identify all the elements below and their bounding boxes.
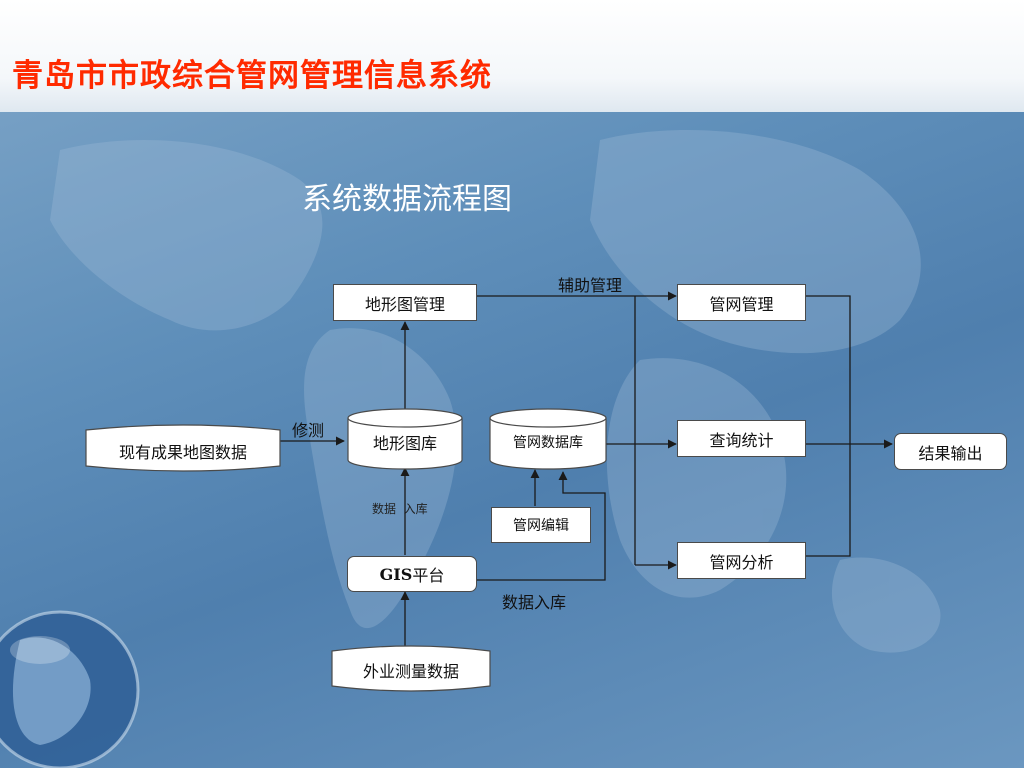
existing-map-doc-shape [85,424,281,472]
pipe-db-cylinder [489,408,607,470]
world-map-background [0,130,941,768]
node-pipe-db-label: 管网数据库 [513,435,583,451]
node-pipe-analysis: 管网分析 [677,542,806,579]
label-revise: 修测 [292,421,325,440]
field-survey-doc-shape [331,645,491,692]
gis-label-cjk: 平台 [412,566,445,585]
node-query-stats: 查询统计 [677,420,806,457]
node-result-output: 结果输出 [894,433,1007,470]
globe-icon [0,610,140,768]
diagram-title: 系统数据流程图 [302,182,512,217]
terrain-db-cylinder [347,408,463,470]
node-terrain-db-label: 地形图库 [372,434,437,453]
label-assist-mgmt: 辅助管理 [558,276,623,295]
header-bar [0,0,1024,112]
node-pipe-edit: 管网编辑 [491,507,591,543]
page-title: 青岛市市政综合管网管理信息系统 [12,58,492,94]
edge-outputs-right [806,295,851,557]
node-terrain-mgmt: 地形图管理 [333,284,477,321]
gis-label-latin: GIS [379,564,413,584]
label-data-import-small: 数据 入库 [372,502,428,516]
node-pipe-mgmt: 管网管理 [677,284,806,321]
node-field-survey: 外业测量数据 [362,662,459,681]
edge-gis-to-pipedb [477,471,606,581]
node-existing-map-data: 现有成果地图数据 [118,443,247,462]
label-data-import: 数据入库 [502,593,567,612]
